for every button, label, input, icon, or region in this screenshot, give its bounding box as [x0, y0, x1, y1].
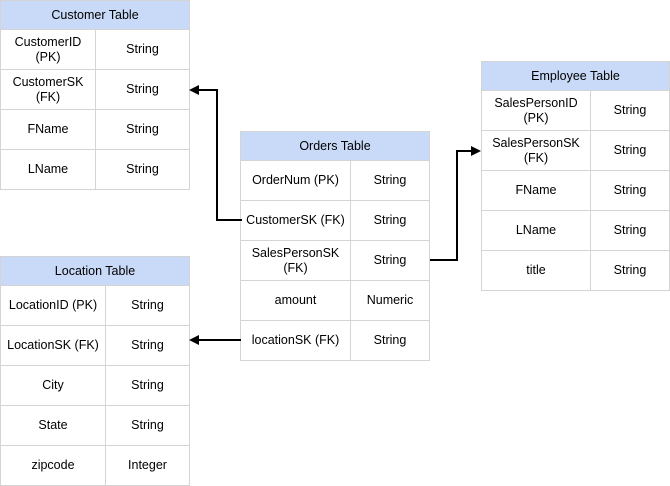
- field-name: State: [0, 406, 105, 446]
- table-row[interactable]: zipcode Integer: [0, 446, 190, 486]
- field-type: String: [350, 241, 430, 281]
- location-table-title: Location Table: [0, 256, 190, 286]
- field-type: String: [95, 70, 190, 110]
- field-name: SalesPersonSK (FK): [481, 131, 590, 171]
- table-row[interactable]: LName String: [481, 211, 670, 251]
- field-name: FName: [481, 171, 590, 211]
- table-row[interactable]: locationSK (FK) String: [240, 321, 430, 361]
- orders-table-title: Orders Table: [240, 131, 430, 161]
- field-name: amount: [240, 281, 350, 321]
- field-type: String: [95, 30, 190, 70]
- arrowhead-left-icon: [189, 335, 199, 345]
- employee-table-title: Employee Table: [481, 61, 670, 91]
- connector-segment-horizontal: [216, 219, 242, 221]
- field-type: String: [105, 286, 190, 326]
- field-type: String: [95, 150, 190, 190]
- connector-segment-horizontal: [456, 150, 473, 152]
- field-name: LName: [0, 150, 95, 190]
- employee-table[interactable]: Employee Table SalesPersonID (PK) String…: [481, 61, 670, 291]
- table-row[interactable]: OrderNum (PK) String: [240, 161, 430, 201]
- field-type: String: [105, 406, 190, 446]
- table-row[interactable]: FName String: [0, 110, 190, 150]
- field-name: CustomerSK (FK): [0, 70, 95, 110]
- field-type: String: [590, 131, 670, 171]
- table-row[interactable]: SalesPersonSK (FK) String: [481, 131, 670, 171]
- table-row[interactable]: SalesPersonSK (FK) String: [240, 241, 430, 281]
- field-name: title: [481, 251, 590, 291]
- customer-table-title: Customer Table: [0, 0, 190, 30]
- field-type: String: [590, 211, 670, 251]
- field-name: SalesPersonID (PK): [481, 91, 590, 131]
- location-table[interactable]: Location Table LocationID (PK) String Lo…: [0, 256, 190, 486]
- table-row[interactable]: title String: [481, 251, 670, 291]
- field-type: String: [105, 326, 190, 366]
- field-name: LocationSK (FK): [0, 326, 105, 366]
- table-row[interactable]: State String: [0, 406, 190, 446]
- table-row[interactable]: CustomerID (PK) String: [0, 30, 190, 70]
- table-row[interactable]: LocationID (PK) String: [0, 286, 190, 326]
- connector-segment-horizontal: [199, 339, 241, 341]
- field-type: String: [350, 201, 430, 241]
- field-type: String: [350, 161, 430, 201]
- connector-segment-horizontal: [430, 259, 458, 261]
- table-row[interactable]: LName String: [0, 150, 190, 190]
- customer-table[interactable]: Customer Table CustomerID (PK) String Cu…: [0, 0, 190, 190]
- field-name: SalesPersonSK (FK): [240, 241, 350, 281]
- orders-table[interactable]: Orders Table OrderNum (PK) String Custom…: [240, 131, 430, 361]
- field-name: zipcode: [0, 446, 105, 486]
- arrowhead-left-icon: [189, 85, 199, 95]
- connector-segment-vertical: [456, 150, 458, 261]
- connector-segment-horizontal: [199, 89, 218, 91]
- table-row[interactable]: CustomerSK (FK) String: [240, 201, 430, 241]
- field-type: Integer: [105, 446, 190, 486]
- table-row[interactable]: City String: [0, 366, 190, 406]
- field-type: String: [590, 91, 670, 131]
- arrowhead-right-icon: [471, 146, 481, 156]
- field-type: String: [350, 321, 430, 361]
- table-row[interactable]: CustomerSK (FK) String: [0, 70, 190, 110]
- table-row[interactable]: FName String: [481, 171, 670, 211]
- field-type: Numeric: [350, 281, 430, 321]
- field-type: String: [590, 251, 670, 291]
- field-name: City: [0, 366, 105, 406]
- field-name: CustomerID (PK): [0, 30, 95, 70]
- field-name: OrderNum (PK): [240, 161, 350, 201]
- field-name: locationSK (FK): [240, 321, 350, 361]
- connector-segment-vertical: [216, 89, 218, 221]
- table-row[interactable]: SalesPersonID (PK) String: [481, 91, 670, 131]
- field-type: String: [95, 110, 190, 150]
- field-name: LName: [481, 211, 590, 251]
- table-row[interactable]: amount Numeric: [240, 281, 430, 321]
- field-type: String: [105, 366, 190, 406]
- field-name: CustomerSK (FK): [240, 201, 350, 241]
- field-name: LocationID (PK): [0, 286, 105, 326]
- field-type: String: [590, 171, 670, 211]
- table-row[interactable]: LocationSK (FK) String: [0, 326, 190, 366]
- field-name: FName: [0, 110, 95, 150]
